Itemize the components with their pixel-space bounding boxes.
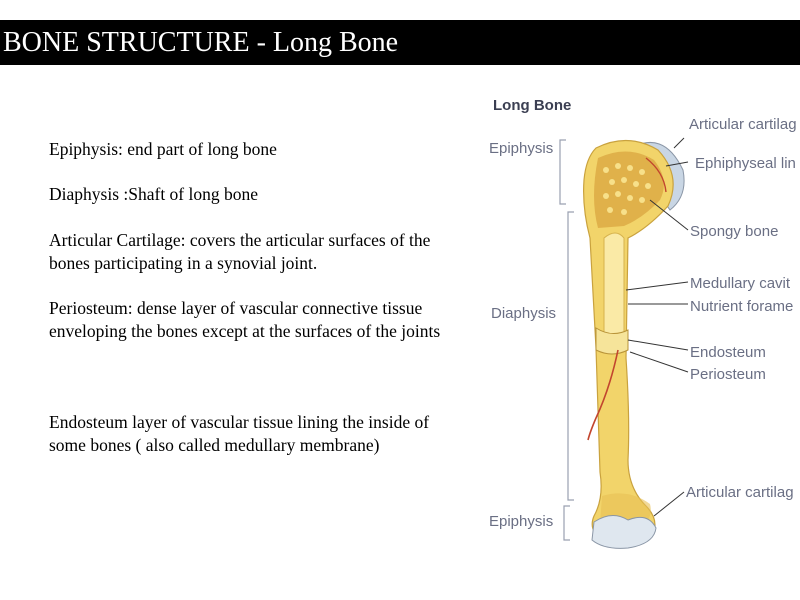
pointer-lines <box>625 137 689 517</box>
region-brackets <box>559 139 574 541</box>
long-bone-diagram: Long Bone Epiphysis Diaphysis Epiphysis <box>478 88 800 558</box>
periosteum-definition: Periosteum: dense layer of vascular conn… <box>49 298 441 341</box>
articular-cartilage-definition: Articular Cartilage: covers the articula… <box>49 230 431 273</box>
diaphysis-definition: Diaphysis :Shaft of long bone <box>49 184 259 204</box>
label-spongy-bone: Spongy bone <box>690 223 778 240</box>
nutrient-vessel <box>587 349 619 441</box>
long-bone-illustration: Long Bone Epiphysis Diaphysis Epiphysis <box>489 97 797 549</box>
label-epiphyseal-line: Ephiphyseal lin <box>695 155 796 172</box>
label-articular-cartilage-top: Articular cartilag <box>689 116 797 133</box>
label-endosteum: Endosteum <box>690 344 766 361</box>
label-periosteum: Periosteum <box>690 366 766 383</box>
label-epiphysis-bottom: Epiphysis <box>489 513 553 530</box>
bone-shape <box>583 139 685 549</box>
label-epiphysis-top: Epiphysis <box>489 140 553 157</box>
epiphysis-definition: Epiphysis: end part of long bone <box>49 139 277 159</box>
label-medullary-cavity: Medullary cavit <box>690 275 791 292</box>
spongy-texture <box>603 163 651 215</box>
slide-title: BONE STRUCTURE - Long Bone <box>0 20 800 65</box>
label-nutrient-foramen: Nutrient forame <box>690 298 793 315</box>
label-articular-cartilage-bottom: Articular cartilag <box>686 484 794 501</box>
label-diaphysis: Diaphysis <box>491 305 556 322</box>
endosteum-definition: Endosteum layer of vascular tissue linin… <box>49 412 430 455</box>
diagram-title: Long Bone <box>493 97 571 114</box>
